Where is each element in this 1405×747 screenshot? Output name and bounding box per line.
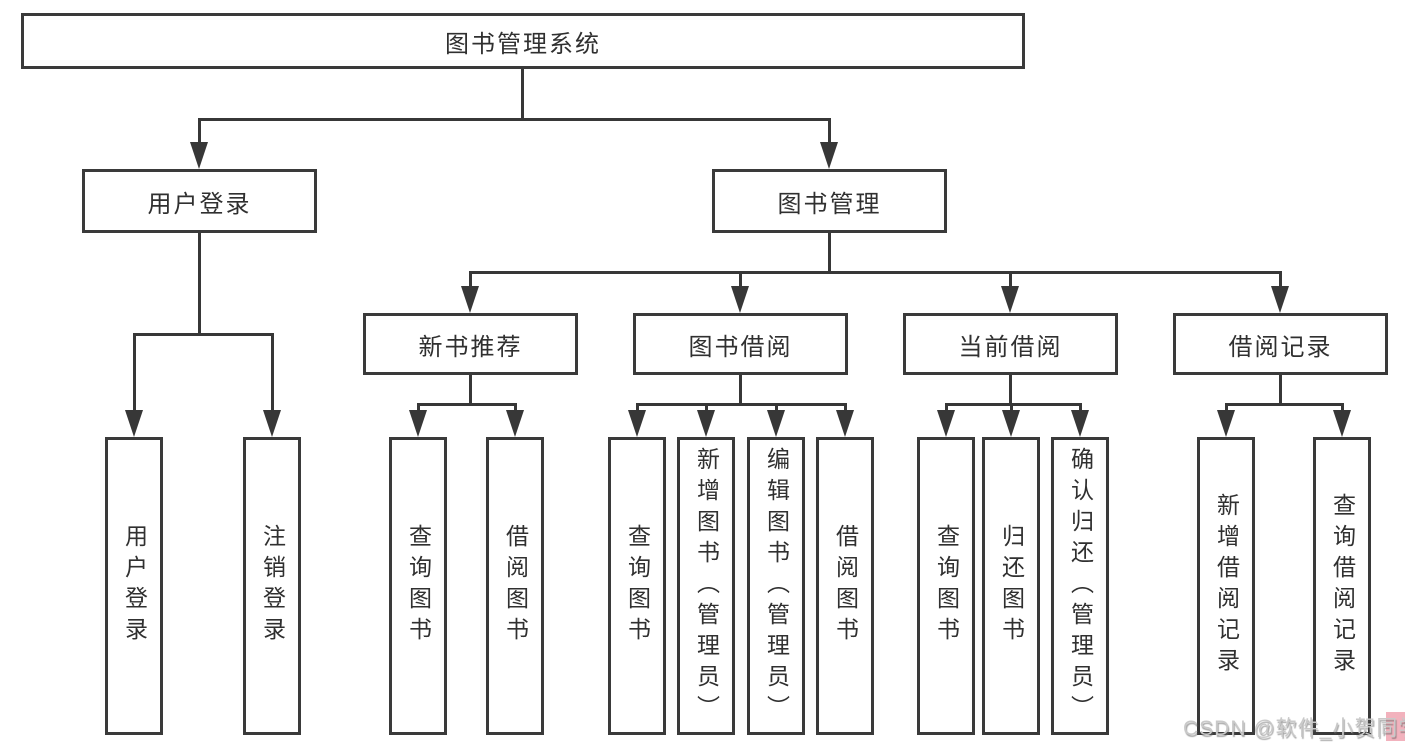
- arrowhead-icon: [697, 410, 715, 437]
- leaf-confirm-return-admin: 确认归还（管理员）: [1051, 437, 1109, 735]
- connector-line: [1279, 273, 1282, 289]
- arrowhead-icon: [263, 410, 281, 437]
- leaf-query-books-current-label: 查询图书: [933, 524, 960, 648]
- connector-line: [739, 375, 742, 406]
- arrowhead-icon: [820, 142, 838, 169]
- arrowhead-icon: [1002, 410, 1020, 437]
- node-current-borrowing-label: 当前借阅: [958, 333, 1063, 361]
- arrowhead-icon: [767, 410, 785, 437]
- leaf-return-books: 归还图书: [982, 437, 1040, 735]
- arrowhead-icon: [731, 286, 749, 313]
- leaf-borrow-books-recommend-label: 借阅图书: [502, 524, 529, 648]
- leaf-query-borrow-record: 查询借阅记录: [1313, 437, 1371, 735]
- leaf-add-books-admin-label: 新增图书（管理员）: [693, 446, 720, 726]
- leaf-add-books-admin: 新增图书（管理员）: [677, 437, 735, 735]
- connector-line: [469, 271, 1282, 274]
- leaf-query-books-recommend: 查询图书: [389, 437, 447, 735]
- connector-line: [271, 335, 274, 415]
- leaf-logout: 注销登录: [243, 437, 301, 735]
- connector-line: [469, 375, 472, 406]
- connector-line: [828, 120, 831, 146]
- node-book-borrowing: 图书借阅: [633, 313, 848, 375]
- arrowhead-icon: [461, 286, 479, 313]
- watermark-accent: [1386, 712, 1405, 741]
- node-borrow-records-label: 借阅记录: [1228, 333, 1333, 361]
- connector-line: [198, 118, 831, 121]
- connector-line: [133, 335, 136, 415]
- node-book-management-label: 图书管理: [777, 190, 882, 218]
- leaf-borrow-books-recommend: 借阅图书: [486, 437, 544, 735]
- arrowhead-icon: [836, 410, 854, 437]
- leaf-logout-label: 注销登录: [259, 524, 286, 648]
- connector-line: [469, 273, 472, 289]
- connector-line: [198, 120, 201, 146]
- arrowhead-icon: [125, 410, 143, 437]
- leaf-query-books-borrowing-label: 查询图书: [624, 524, 651, 648]
- leaf-user-login: 用户登录: [105, 437, 163, 735]
- arrowhead-icon: [937, 410, 955, 437]
- node-book-borrowing-label: 图书借阅: [688, 333, 793, 361]
- connector-line: [1279, 375, 1282, 406]
- connector-line: [1009, 375, 1012, 406]
- leaf-add-borrow-record-label: 新增借阅记录: [1213, 493, 1240, 679]
- connector-line: [1225, 403, 1344, 406]
- node-book-management: 图书管理: [712, 169, 947, 233]
- leaf-add-borrow-record: 新增借阅记录: [1197, 437, 1255, 735]
- node-borrow-records: 借阅记录: [1173, 313, 1388, 375]
- node-new-book-recommend-label: 新书推荐: [418, 333, 523, 361]
- leaf-query-borrow-record-label: 查询借阅记录: [1329, 493, 1356, 679]
- arrowhead-icon: [1333, 410, 1351, 437]
- leaf-borrow-books-label: 借阅图书: [832, 524, 859, 648]
- connector-line: [417, 403, 517, 406]
- connector-line: [198, 233, 201, 336]
- node-root-label: 图书管理系统: [445, 30, 601, 58]
- arrowhead-icon: [628, 410, 646, 437]
- node-user-login: 用户登录: [82, 169, 317, 233]
- arrowhead-icon: [506, 410, 524, 437]
- connector-line: [133, 333, 274, 336]
- connector-line: [521, 69, 524, 121]
- arrowhead-icon: [1001, 286, 1019, 313]
- leaf-user-login-label: 用户登录: [121, 524, 148, 648]
- leaf-query-books-recommend-label: 查询图书: [405, 524, 432, 648]
- connector-line: [636, 403, 847, 406]
- leaf-edit-books-admin-label: 编辑图书（管理员）: [763, 446, 790, 726]
- leaf-return-books-label: 归还图书: [998, 524, 1025, 648]
- leaf-query-books-borrowing: 查询图书: [608, 437, 666, 735]
- arrowhead-icon: [1271, 286, 1289, 313]
- connector-line: [945, 403, 1082, 406]
- node-user-login-label: 用户登录: [147, 190, 252, 218]
- connector-line: [739, 273, 742, 289]
- connector-line: [828, 233, 831, 274]
- leaf-query-books-current: 查询图书: [917, 437, 975, 735]
- arrowhead-icon: [1071, 410, 1089, 437]
- leaf-borrow-books: 借阅图书: [816, 437, 874, 735]
- connector-line: [1009, 273, 1012, 289]
- leaf-edit-books-admin: 编辑图书（管理员）: [747, 437, 805, 735]
- leaf-confirm-return-admin-label: 确认归还（管理员）: [1067, 446, 1094, 726]
- node-new-book-recommend: 新书推荐: [363, 313, 578, 375]
- arrowhead-icon: [190, 142, 208, 169]
- node-current-borrowing: 当前借阅: [903, 313, 1118, 375]
- arrowhead-icon: [409, 410, 427, 437]
- arrowhead-icon: [1217, 410, 1235, 437]
- watermark: CSDN @软件_小贺同学: [1183, 717, 1405, 740]
- node-root: 图书管理系统: [21, 13, 1025, 69]
